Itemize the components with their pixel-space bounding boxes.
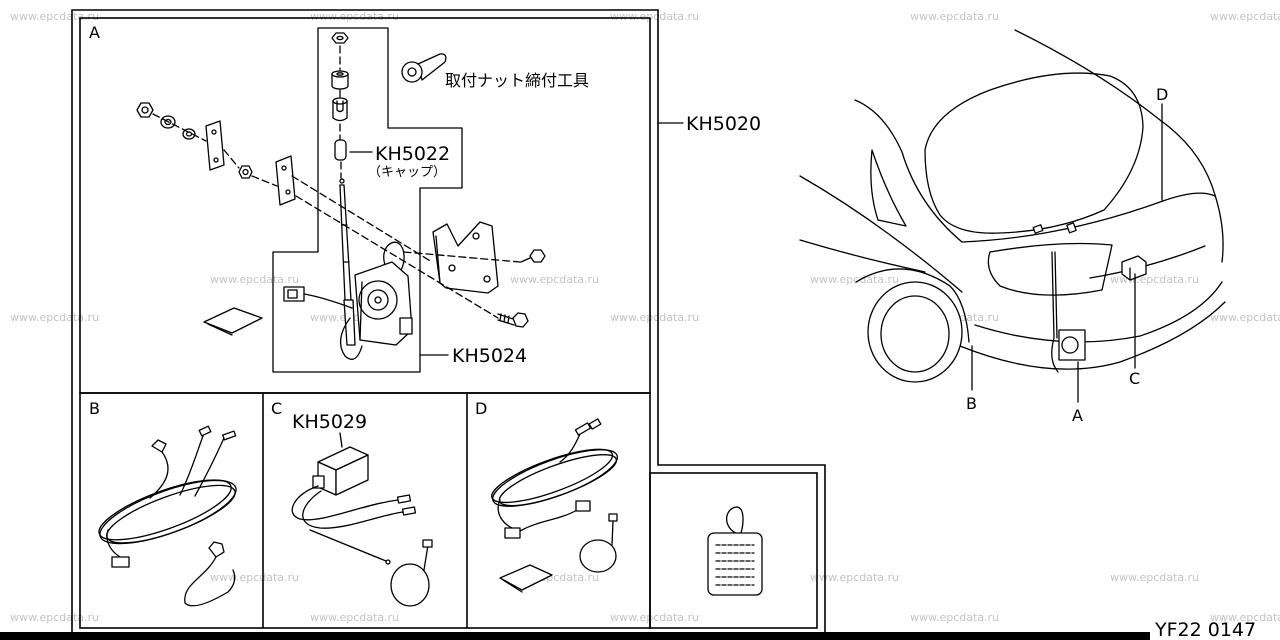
antenna-spacer <box>331 70 349 90</box>
wheel-arch <box>855 268 970 343</box>
module-wires <box>291 485 417 565</box>
collar-nut <box>238 165 253 179</box>
harness-b-clip <box>184 541 236 607</box>
rear-window <box>924 72 1144 234</box>
harness-b <box>98 425 237 568</box>
panel-d-label: D <box>475 399 487 418</box>
panel-a-label: A <box>89 23 100 42</box>
tail-lamp-component <box>1121 255 1147 281</box>
rear-bumper-top <box>974 281 1223 343</box>
antenna-cap <box>334 139 347 161</box>
diagram-frame: KH5020 <box>71 9 826 636</box>
motor-part-number: KH5024 <box>452 345 527 367</box>
kh5029-leader <box>339 432 343 448</box>
trunk-components <box>1032 222 1077 234</box>
antenna-module <box>312 446 369 496</box>
antenna-motor-unit <box>339 241 413 360</box>
watermark-text: www.epcdata.ru <box>810 571 899 584</box>
antenna-mast <box>339 178 356 346</box>
motor-connector <box>283 286 353 309</box>
cap-note: （キャップ） <box>368 165 446 180</box>
callout-c: C <box>1129 369 1140 388</box>
watermark-text: www.epcdata.ru <box>1210 611 1280 624</box>
panel-c-label: C <box>271 399 282 418</box>
watermark-layer: www.epcdata.ru www.epcdata.ru www.epcdata.… <box>10 10 1280 624</box>
rear-panel-line <box>1089 245 1206 279</box>
watermark-text: www.epcdata.ru <box>10 611 99 624</box>
rear-wheel <box>880 295 950 373</box>
nut-tightening-tool <box>401 53 447 83</box>
cap-part-number: KH5022 <box>375 143 450 165</box>
callout-b: B <box>966 394 977 413</box>
callout-d: D <box>1156 85 1168 104</box>
adhesive-pad <box>203 307 263 336</box>
watermark-text: www.epcdata.ru <box>910 10 999 23</box>
bracket-bolt-upper <box>520 249 546 263</box>
antenna-top-nut <box>331 32 349 44</box>
harness-d <box>491 418 618 539</box>
panel-a: A KH5022 （キャップ） <box>89 23 589 373</box>
accessory-panel-box <box>649 472 818 629</box>
trunk-lid-edge <box>961 192 1216 243</box>
vehicle-rear-view: D C B A <box>799 29 1226 425</box>
watermark-text: www.epcdata.ru <box>310 611 399 624</box>
rear-tire <box>867 281 963 383</box>
callout-a: A <box>1072 406 1083 425</box>
watermark-text: www.epcdata.ru <box>810 273 899 286</box>
panel-d: D <box>475 399 618 593</box>
cable-tie-d <box>579 513 618 573</box>
watermark-text: www.epcdata.ru <box>610 311 699 324</box>
assembly-dashed-lines <box>152 113 521 319</box>
hex-nut <box>136 102 154 118</box>
trunk-opening <box>987 242 1113 296</box>
kit-part-number: KH5020 <box>686 113 761 135</box>
support-plate-1 <box>205 120 225 171</box>
panel-b: B <box>89 399 237 607</box>
antenna-grommet <box>332 97 348 122</box>
watermark-text: www.epcdata.ru <box>910 611 999 624</box>
watermark-text: www.epcdata.ru <box>310 10 399 23</box>
footer-bar <box>0 632 1150 640</box>
support-plate-2 <box>275 155 296 206</box>
adhesive-pad-d <box>499 564 553 593</box>
watermark-text: www.epcdata.ru <box>1210 10 1280 23</box>
watermark-text: www.epcdata.ru <box>1110 571 1199 584</box>
watermark-text: www.epcdata.ru <box>610 10 699 23</box>
bracket-bolt-lower <box>497 312 529 328</box>
side-window <box>870 149 907 227</box>
tool-note: 取付ナット締付工具 <box>445 71 589 90</box>
vehicle-antenna <box>1051 251 1086 373</box>
watermark-text: www.epcdata.ru <box>210 571 299 584</box>
watermark-text: www.epcdata.ru <box>1210 311 1280 324</box>
module-part-number: KH5029 <box>292 411 367 433</box>
panel-b-label: B <box>89 399 100 418</box>
diagram-code: YF22 0147 <box>1154 619 1256 640</box>
cable-tie-c <box>390 539 433 607</box>
antenna-assembly-outline <box>272 27 463 373</box>
watermark-text: www.epcdata.ru <box>510 273 599 286</box>
watermark-text: www.epcdata.ru <box>10 311 99 324</box>
body-lower-line <box>799 239 926 273</box>
harness-b-connector <box>111 556 130 568</box>
rear-bumper-bottom <box>959 301 1226 370</box>
panel-c: C KH5029 <box>271 399 433 607</box>
watermark-text: www.epcdata.ru <box>10 10 99 23</box>
roof-edge <box>1014 29 1224 263</box>
c-pillar <box>854 99 963 243</box>
body-side-line <box>799 175 963 293</box>
instruction-bag <box>707 506 763 596</box>
watermark-text: www.epcdata.ru <box>610 611 699 624</box>
bag-text-lines <box>715 544 755 586</box>
watermark-text: www.epcdata.ru <box>210 273 299 286</box>
